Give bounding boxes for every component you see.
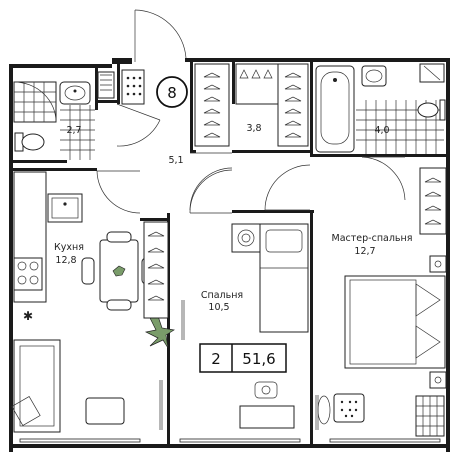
- apartment-summary: 2 51,6: [199, 343, 287, 373]
- master-bedroom-name: Мастер-спальня: [332, 233, 413, 244]
- snowflake-icon: ✱: [23, 309, 33, 323]
- room-labels: 2,7 3,8 4,0 5,1 Кухня 12,8 Спальня 10,5 …: [54, 123, 412, 313]
- bath-small-area: 2,7: [66, 125, 81, 136]
- rooms-count: 2: [211, 350, 221, 368]
- kitchen-name: Кухня: [54, 242, 84, 253]
- kitchen-area: 12,8: [55, 255, 76, 266]
- hanger-icon: [203, 69, 302, 138]
- total-area: 51,6: [242, 350, 275, 368]
- master-bedroom-area: 12,7: [354, 246, 375, 257]
- master-bedroom: [317, 167, 447, 437]
- bedroom: [231, 223, 309, 429]
- large-bathroom: [315, 63, 446, 154]
- closet-wardrobes: [194, 63, 309, 147]
- hall-area: 5,1: [168, 155, 183, 166]
- doors: [96, 9, 406, 430]
- bath-large-area: 4,0: [374, 125, 389, 136]
- building-number: 8: [167, 84, 177, 102]
- building-number-badge: 8: [156, 76, 188, 108]
- bedroom-name: Спальня: [201, 290, 243, 301]
- small-bathroom: [13, 69, 145, 160]
- hall-wardrobe: [143, 221, 169, 319]
- bedroom-area: 10,5: [208, 302, 229, 313]
- closet-area: 3,8: [246, 123, 261, 134]
- walls: [9, 58, 450, 452]
